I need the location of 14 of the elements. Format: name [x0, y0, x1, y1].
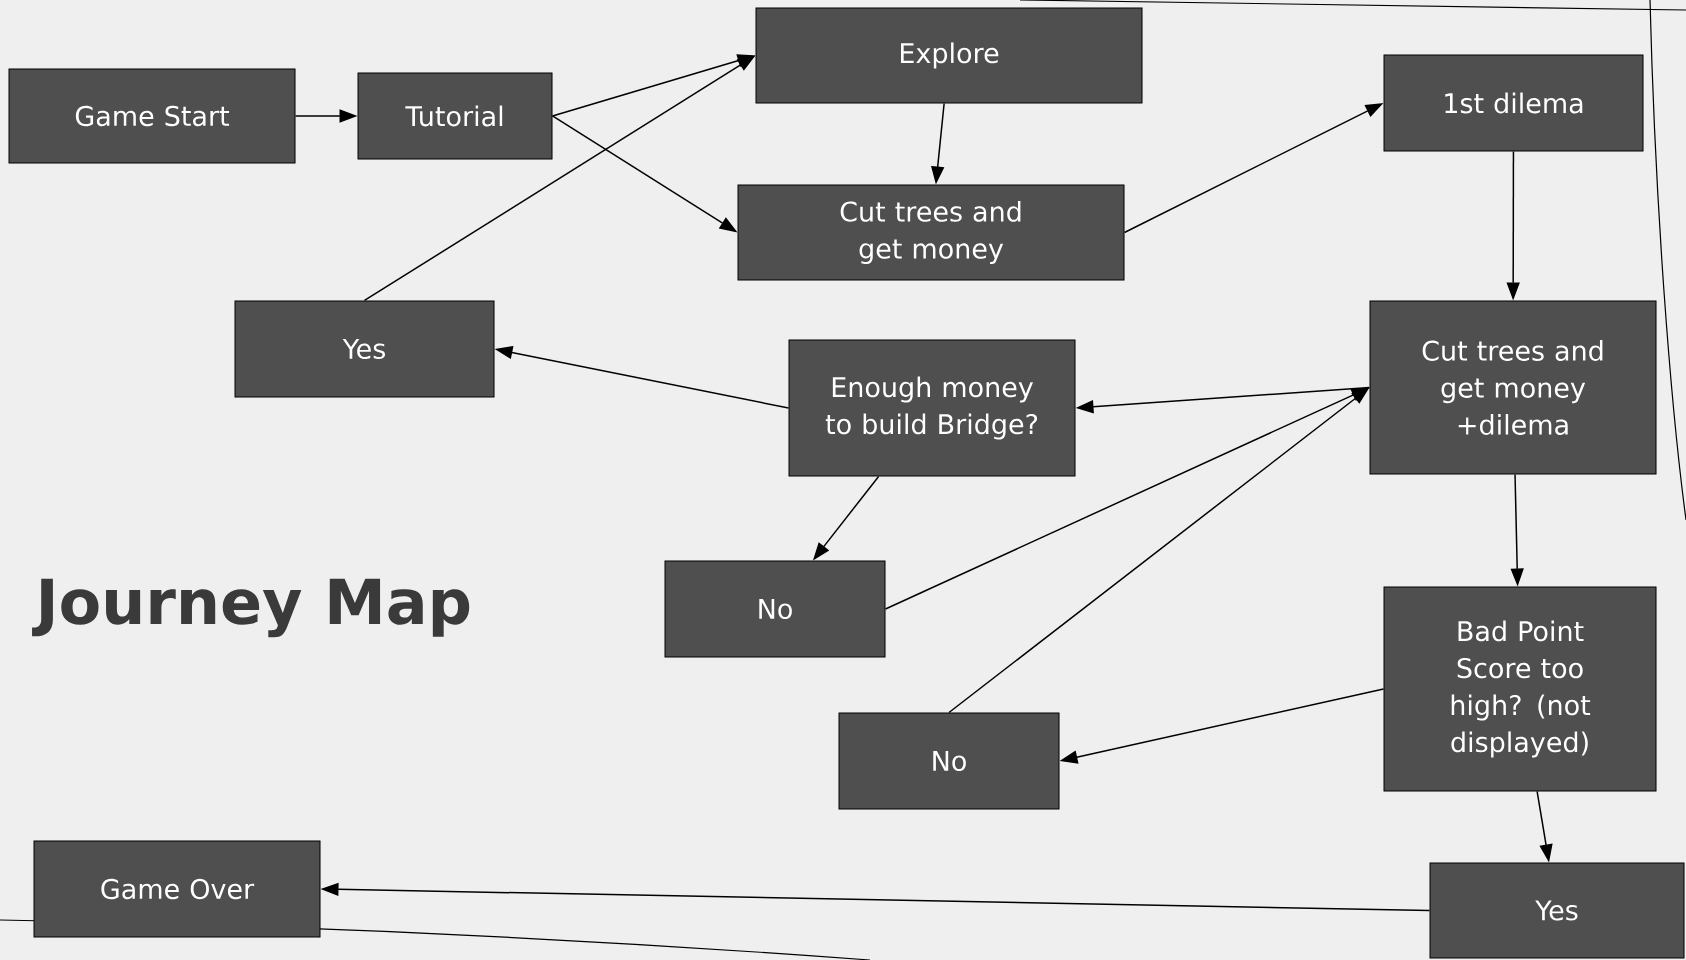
process-box: No	[838, 712, 1060, 810]
process-box: Enough money to build Bridge?	[788, 339, 1076, 477]
process-box: Game Start	[8, 68, 296, 164]
process-box: 1st dilema	[1383, 54, 1644, 152]
process-box: Explore	[755, 7, 1143, 104]
process-box: Yes	[234, 300, 495, 398]
process-box: Game Over	[33, 840, 321, 938]
process-box: No	[664, 560, 886, 658]
process-box: Yes	[1429, 862, 1685, 959]
title: Journey Map	[32, 578, 470, 638]
process-box: Cut trees and get money	[737, 184, 1125, 281]
process-box: Bad Point Score too high? (not displayed)	[1383, 586, 1657, 792]
process-box: Tutorial	[357, 72, 553, 160]
process-box: Cut trees and get money +dilema	[1369, 300, 1657, 475]
